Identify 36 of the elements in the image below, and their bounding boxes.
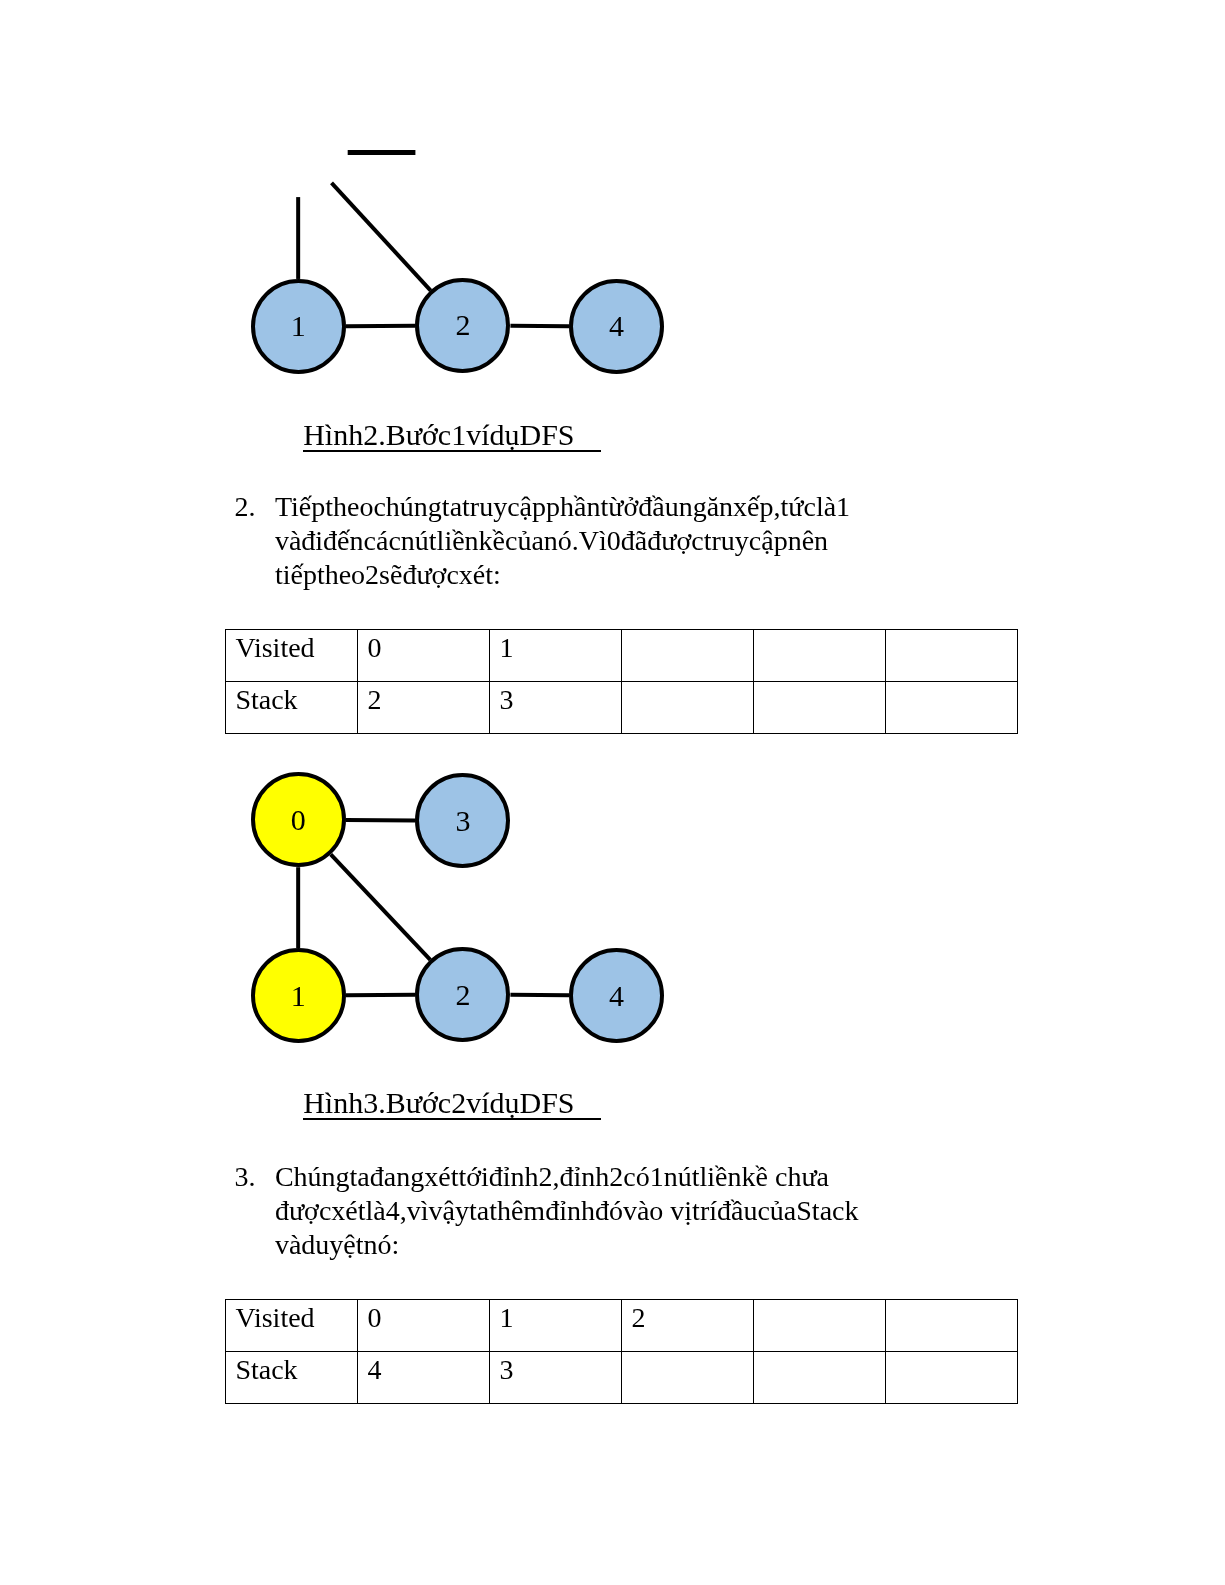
- table-cell: 0: [357, 1299, 490, 1352]
- graph-edge: [296, 197, 301, 279]
- table-cell: Stack: [225, 681, 358, 734]
- table-cell: 1: [489, 629, 622, 682]
- paragraph: Tiếptheochúngtatruycậpphầntừởđầungănxếp,tứclà1 vàđiđếncácnútliềnkềcủanó.Vì0đãđượctruycậpnên tiếptheo2sẽđượcxét:: [274, 490, 852, 593]
- graph-edge: [510, 323, 570, 329]
- graph-edge: [510, 992, 570, 998]
- table-cell: 0: [357, 629, 490, 682]
- graph-node: 2: [415, 947, 511, 1043]
- graph-node: 0: [250, 772, 346, 868]
- graph-edge: [345, 323, 416, 329]
- table-cell: 4: [357, 1351, 490, 1404]
- table-cell: 3: [489, 1351, 622, 1404]
- table-cell: 3: [489, 681, 622, 734]
- table-cell: Stack: [225, 1351, 358, 1404]
- graph-edge: [345, 818, 416, 823]
- graph-edge: [296, 867, 301, 949]
- graph-node: 2: [415, 277, 511, 373]
- list-number: 3.: [234, 1160, 256, 1195]
- table-cell: 2: [621, 1299, 754, 1352]
- paragraph: Chúngtađangxéttớiđỉnh2,đỉnh2có1nútliềnkề chưa đượcxétlà4,vìvậytathêmđỉnhđóvào vịtríđầucủaStack vàduyệtnó:: [274, 1160, 860, 1263]
- graph-edge: [330, 181, 433, 292]
- graph-edge: [345, 992, 416, 998]
- figure-caption: Hình3.Bước2vídụDFS: [303, 1087, 601, 1120]
- list-number: 2.: [234, 490, 256, 525]
- graph-edge: [329, 852, 432, 962]
- table-cell: Visited: [225, 1299, 358, 1352]
- graph-node: 4: [569, 948, 665, 1044]
- graph-node: 4: [569, 278, 665, 374]
- figure-caption: Hình2.Bước1vídụDFS: [303, 420, 601, 453]
- graph-node: 1: [250, 948, 346, 1044]
- table-cell: 1: [489, 1299, 622, 1352]
- graph-node: 3: [415, 773, 511, 869]
- graph-node: 1: [250, 278, 346, 374]
- table-cell: 2: [357, 681, 490, 734]
- table-cell: Visited: [225, 629, 358, 682]
